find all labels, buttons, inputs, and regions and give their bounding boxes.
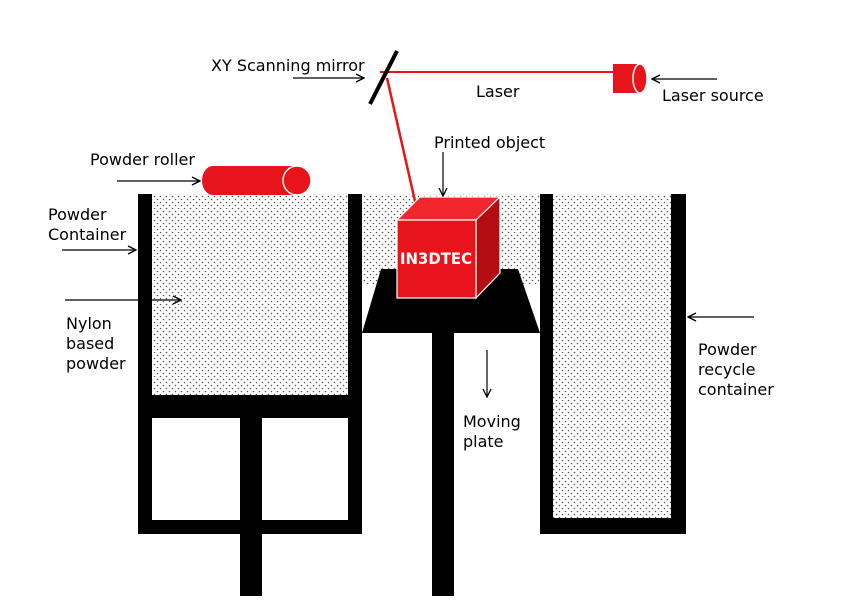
laser-source	[613, 63, 648, 94]
moving-plate-rod	[432, 333, 454, 596]
label-scanning-mirror: XY Scanning mirror	[211, 56, 365, 75]
left-powder-fill	[152, 194, 348, 395]
laser-beam-diagonal	[385, 77, 419, 211]
scanning-mirror	[368, 50, 399, 105]
label-recycle-2: recycle	[698, 360, 755, 379]
powder-container-rod	[240, 418, 262, 596]
printed-object-cube: IN3DTEC	[395, 195, 502, 300]
powder-container-piston-plate	[152, 395, 348, 418]
label-nylon-3: powder	[66, 354, 126, 373]
powder-container	[138, 194, 362, 596]
cube-logo: IN3DTEC	[400, 249, 472, 268]
label-moving-plate-1: Moving	[463, 412, 521, 431]
label-printed-object: Printed object	[434, 133, 545, 152]
powder-roller	[202, 165, 312, 196]
recycle-container-right-wall	[671, 194, 686, 534]
label-powder-roller: Powder roller	[90, 150, 195, 169]
label-powder-container-1: Powder	[48, 205, 107, 224]
recycle-container	[540, 194, 686, 534]
recycle-container-left-wall	[540, 194, 553, 534]
label-laser-source: Laser source	[662, 86, 764, 105]
label-nylon-2: based	[66, 334, 114, 353]
label-recycle-1: Powder	[698, 340, 757, 359]
powder-container-right-wall	[348, 194, 362, 534]
label-moving-plate-2: plate	[463, 432, 504, 451]
recycle-container-bottom	[540, 518, 686, 534]
moving-plate	[362, 269, 540, 596]
label-recycle-3: container	[698, 380, 774, 399]
label-powder-container-2: Container	[48, 225, 127, 244]
label-nylon-1: Nylon	[66, 314, 112, 333]
recycle-powder-fill	[553, 194, 671, 518]
powder-container-left-wall	[138, 194, 152, 534]
label-laser: Laser	[476, 82, 520, 101]
